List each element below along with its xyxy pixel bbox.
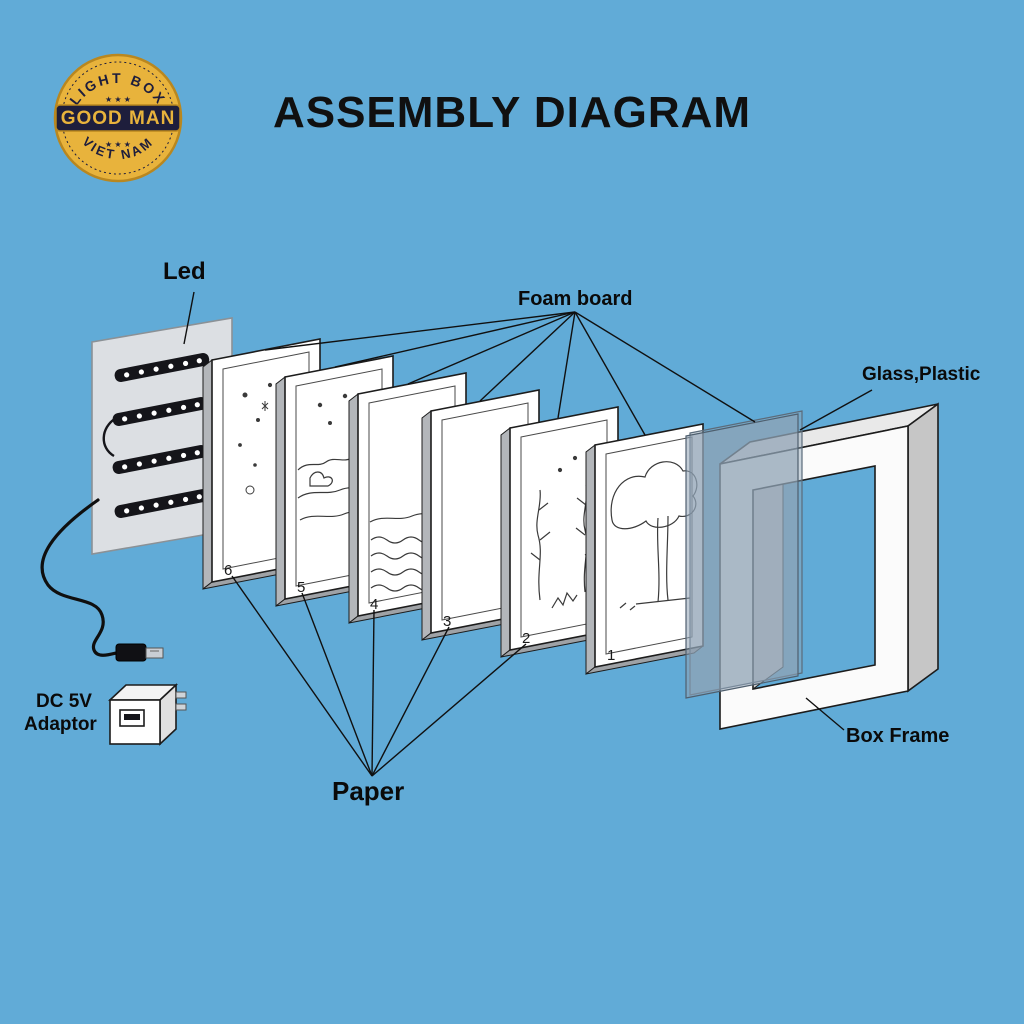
- adaptor-label-line1: DC 5V: [36, 691, 92, 712]
- dc-adaptor-icon: [107, 683, 187, 746]
- led-panel: [91, 317, 233, 555]
- layer-number: 5: [297, 579, 305, 596]
- layer-number: 3: [443, 613, 451, 630]
- logo-stars-top-icon: ★ ★ ★: [105, 95, 131, 104]
- box-frame-label: Box Frame: [846, 725, 950, 747]
- brand-logo: LIGHT BOX VIET NAM ★ ★ ★ GOOD MAN ★ ★ ★: [52, 52, 184, 184]
- logo-name-text: GOOD MAN: [61, 108, 176, 129]
- logo-stars-bottom-icon: ★ ★ ★: [105, 140, 131, 149]
- led-label: Led: [163, 258, 206, 285]
- paper-pointer-lines: [231, 575, 527, 777]
- glass-plastic-label: Glass,Plastic: [862, 364, 981, 385]
- foam-board-label: Foam board: [518, 288, 633, 310]
- layer-number: 1: [607, 647, 615, 664]
- box-frame-pointer-line: [805, 697, 845, 731]
- logo-band: [55, 104, 181, 132]
- adaptor-label-line2: Adaptor: [24, 714, 97, 735]
- layer-panel-1: [585, 423, 704, 676]
- paper-label: Paper: [332, 776, 405, 806]
- brand-badge-icon: LIGHT BOX VIET NAM ★ ★ ★ GOOD MAN ★ ★ ★: [53, 53, 183, 183]
- layer-number: 6: [224, 562, 232, 579]
- led-pointer-line: [183, 291, 195, 345]
- glass-plastic-sheet: [685, 410, 803, 699]
- layer-number: 2: [522, 630, 530, 647]
- foam-board-pointer-lines: [264, 311, 756, 436]
- usb-plug-icon: [115, 643, 164, 662]
- power-cable: [40, 498, 164, 662]
- glass-pointer-line: [799, 389, 873, 431]
- layer-number-labels: 6 5 4 3 2 1: [224, 562, 615, 664]
- paper-art-forest: [530, 455, 596, 609]
- page-title: ASSEMBLY DIAGRAM: [272, 88, 752, 137]
- layer-number: 4: [370, 596, 378, 613]
